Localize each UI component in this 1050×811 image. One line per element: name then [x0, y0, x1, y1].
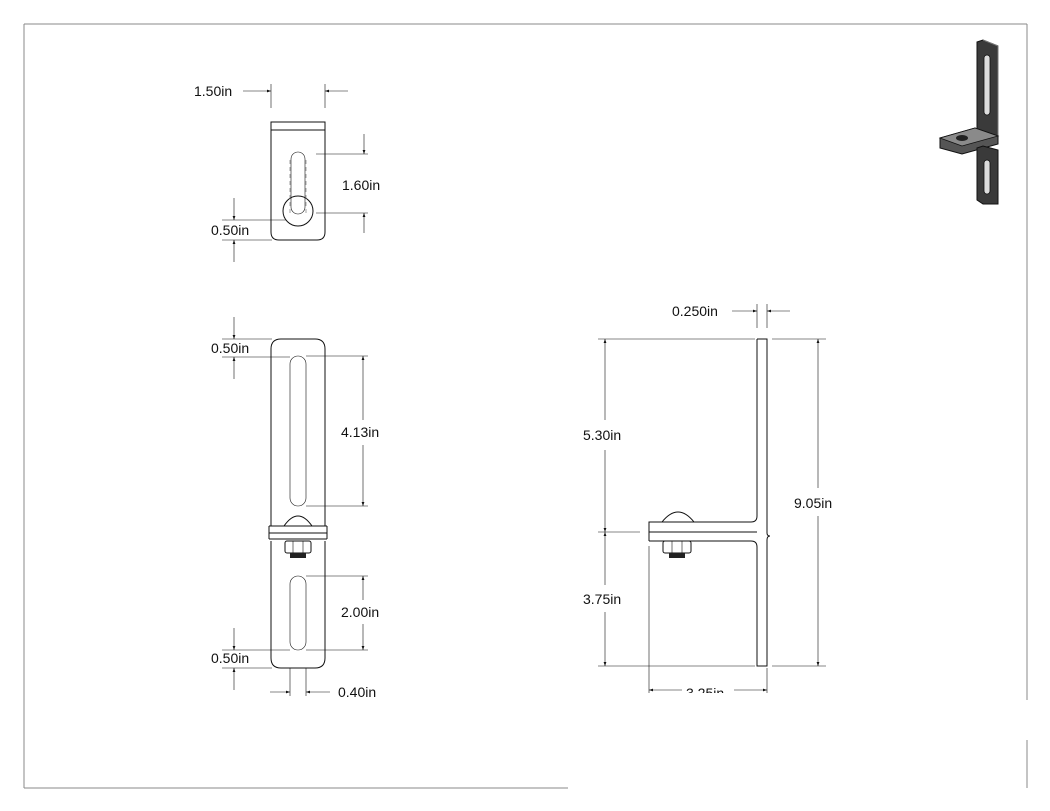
label-clip	[640, 693, 780, 701]
dim-top-width: 1.50in	[194, 83, 232, 99]
dim-side-upper: 5.30in	[583, 427, 621, 443]
dim-side-thickness: 0.250in	[672, 303, 718, 319]
dim-top-hole-offset: 0.50in	[211, 222, 249, 238]
dim-top-slot: 1.60in	[342, 177, 380, 193]
front-view	[222, 317, 368, 696]
dim-front-top-offset: 0.50in	[211, 340, 249, 356]
dim-side-total: 9.05in	[794, 495, 832, 511]
dim-slot-width: 0.40in	[338, 684, 376, 700]
sheet-border	[23, 23, 1028, 789]
bracket-isometric-icon	[938, 39, 1000, 205]
dim-front-lower-slot: 2.00in	[341, 604, 379, 620]
top-view	[222, 84, 368, 262]
side-view	[598, 304, 826, 694]
dim-front-bottom-offset: 0.50in	[211, 650, 249, 666]
dim-side-lower: 3.75in	[583, 591, 621, 607]
dim-front-upper-slot: 4.13in	[341, 424, 379, 440]
